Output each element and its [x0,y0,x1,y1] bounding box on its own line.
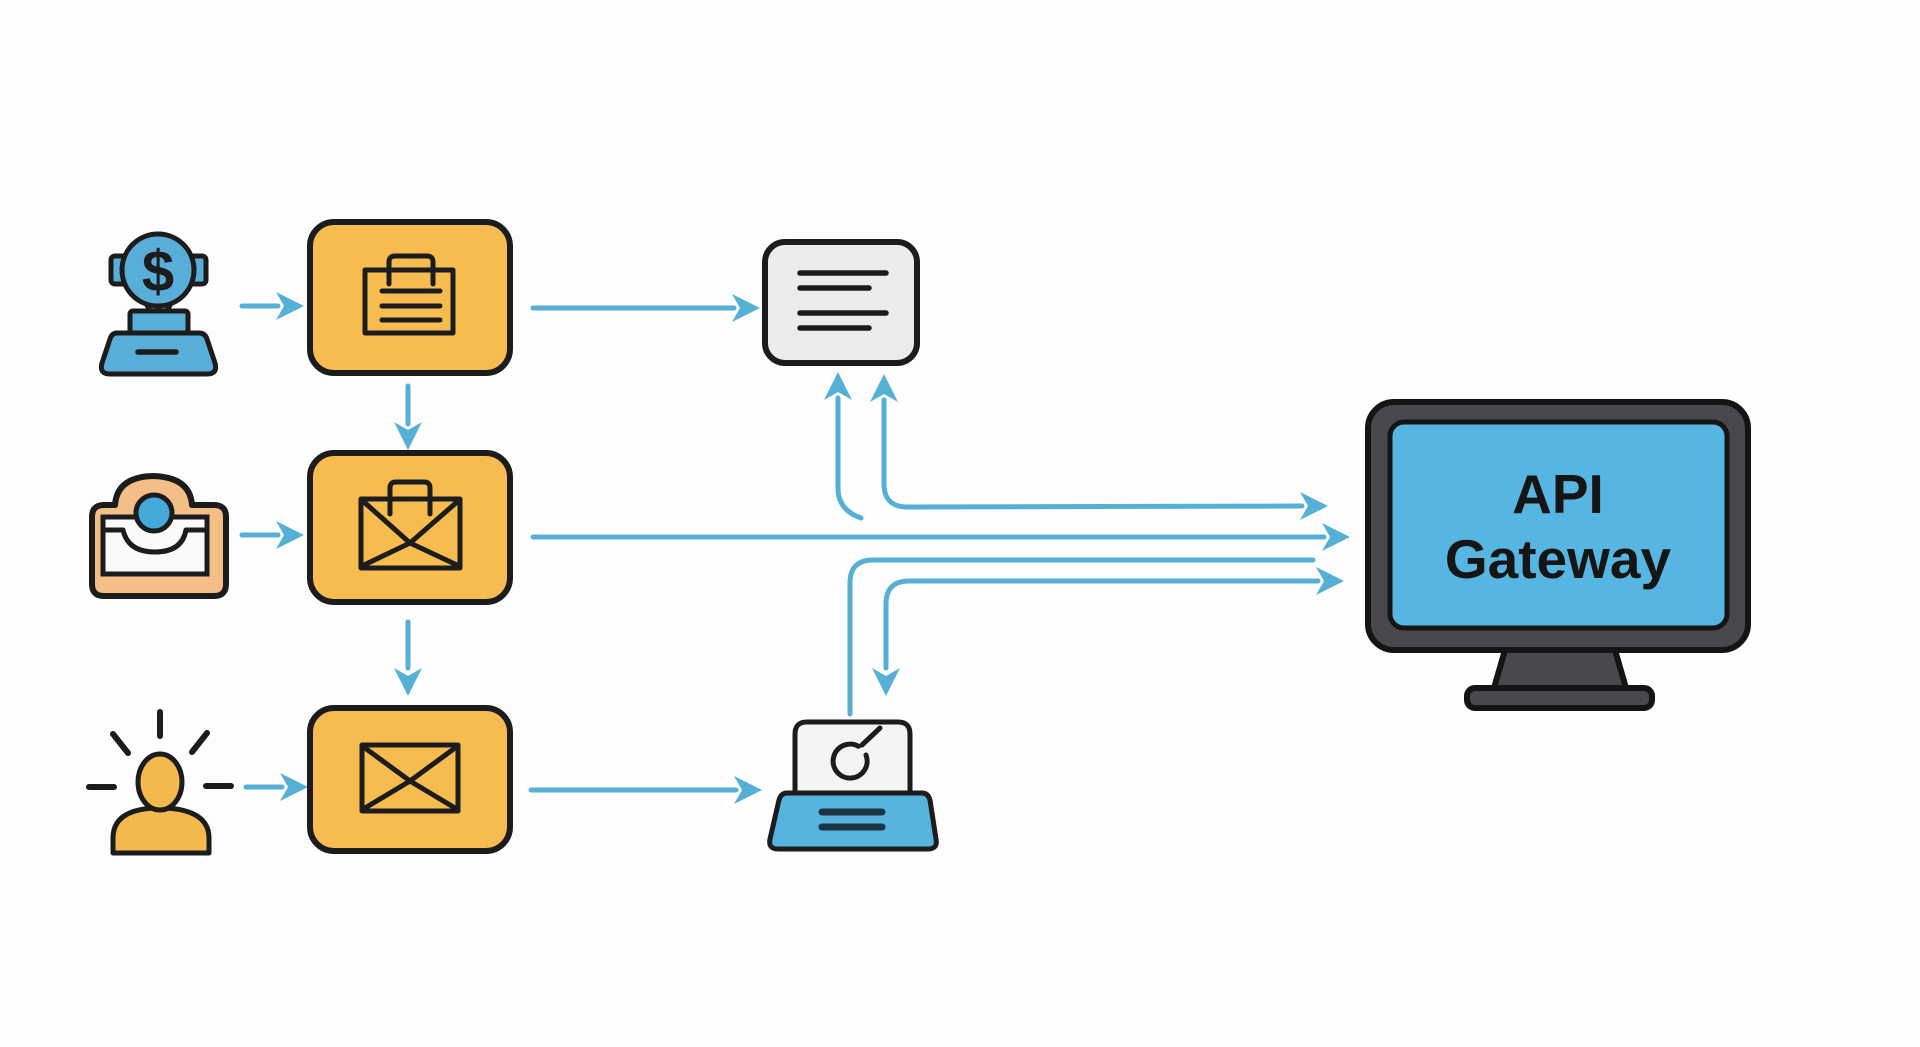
camera-tray-curve [101,527,209,555]
person-alert-icon [86,709,234,856]
printer-paper [792,719,913,803]
printer-node [767,719,939,852]
arrow-gateway-printer-bidirectional [872,567,1344,696]
gateway-label-line1: API [1512,463,1604,525]
clipboard-box [307,219,513,376]
envelope-handle-icon [358,479,463,571]
line-gateway-to-printer [847,557,1316,717]
dollar-sign-glyph: $ [142,239,174,304]
mail-box-node [307,705,513,854]
arrow-camera-to-mailbriefcase [239,521,304,549]
camera-icon [89,473,229,599]
monitor-stand-base [1464,685,1655,711]
arrows-layer [239,292,1350,804]
arrow-mailbox-to-printer [528,776,762,804]
monitor-neck [1491,647,1629,691]
arrow-up-into-notes-left [824,372,864,521]
person-shoulders [110,805,212,856]
arrow-stamp-to-clipboard [239,292,304,320]
arrow-mailbriefcase-down [394,619,422,696]
stamp-head [119,231,197,309]
mail-briefcase-box-node [307,450,513,605]
dollar-stamp-icon: $ [98,231,219,377]
arrow-mailbriefcase-to-gateway [530,523,1350,551]
api-gateway-node: API Gateway [1365,399,1751,711]
clipboard-icon [362,253,456,336]
arrow-clipboard-to-notes [530,294,760,322]
alert-rays [86,709,234,790]
mail-briefcase-box [307,450,513,605]
monitor-screen [1387,419,1730,631]
arrow-up-into-notes-and-gateway [870,374,1328,520]
person-head [135,751,185,813]
dial-icon [830,725,883,781]
notes-card [762,239,920,366]
clipboard-box-node [307,219,513,376]
text-lines-icon [797,270,889,331]
camera-lens-icon [133,492,175,534]
gateway-label-line2: Gateway [1445,528,1672,590]
arrow-person-to-mailbox [243,773,308,801]
envelope-icon [359,742,461,814]
arrow-clipboard-down [394,383,422,450]
notes-card-node [762,239,920,366]
printer-base [767,790,939,852]
